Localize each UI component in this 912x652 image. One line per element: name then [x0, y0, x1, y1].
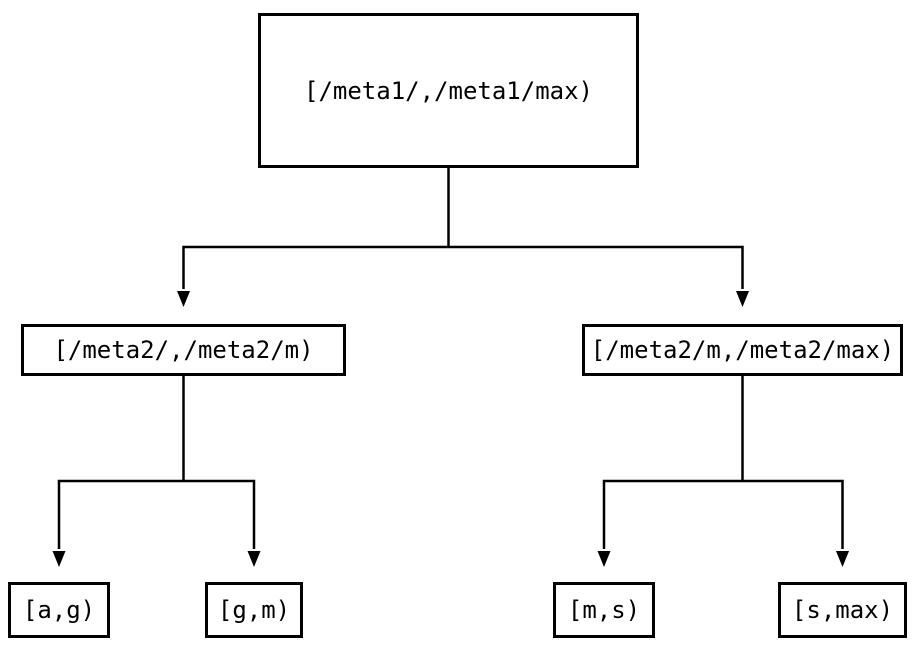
connector-root-branch	[182, 245, 744, 289]
leaf-s-max-label: [s,max)	[791, 596, 894, 624]
arrow-down-icon	[247, 551, 261, 567]
arrow-down-icon	[736, 291, 749, 307]
leaf-a-g: [a,g)	[8, 582, 110, 638]
arrow-down-icon	[597, 551, 611, 567]
leaf-g-m-label: [g,m)	[217, 596, 291, 624]
node-meta2-right-label: [/meta2/m,/meta2/max)	[590, 336, 895, 364]
arrow-down-icon	[836, 551, 849, 567]
leaf-m-s: [m,s)	[553, 582, 655, 638]
connector-right-branch	[602, 479, 844, 549]
node-root-label: [/meta1/,/meta1/max)	[304, 76, 593, 105]
leaf-s-max: [s,max)	[778, 582, 907, 638]
node-meta2-left-label: [/meta2/,/meta2/m)	[53, 336, 314, 364]
node-root: [/meta1/,/meta1/max)	[258, 13, 639, 168]
node-meta2-left: [/meta2/,/meta2/m)	[21, 324, 346, 376]
leaf-g-m: [g,m)	[205, 582, 303, 638]
arrow-down-icon	[177, 291, 190, 307]
node-meta2-right: [/meta2/m,/meta2/max)	[582, 324, 903, 376]
arrow-down-icon	[52, 551, 66, 567]
connector-left-branch	[57, 479, 256, 549]
leaf-m-s-label: [m,s)	[567, 596, 641, 624]
leaf-a-g-label: [a,g)	[22, 596, 96, 624]
